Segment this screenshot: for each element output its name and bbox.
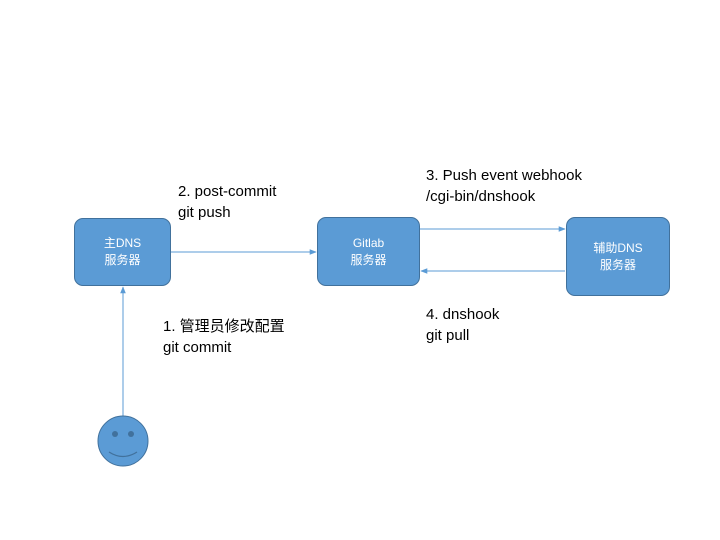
step4-line2: git pull	[426, 327, 470, 344]
primary-dns-server-node: 主DNS 服务器	[74, 218, 171, 286]
node-label-line1: 主DNS	[103, 236, 142, 250]
smiley-face-icon	[97, 415, 149, 467]
step4-label: 4. dnshook git pull	[426, 304, 499, 346]
smile	[108, 451, 138, 458]
step2-line2: git push	[178, 204, 231, 221]
step1-line2: git commit	[163, 339, 232, 356]
node-label-line1: Gitlab	[352, 235, 385, 250]
step1-line1: 1. 管理员修改配置	[163, 318, 285, 335]
left-eye	[112, 431, 118, 437]
step2-line1: 2. post-commit	[178, 183, 277, 200]
step2-label: 2. post-commit git push	[178, 181, 276, 223]
right-eye	[128, 431, 134, 437]
step4-line1: 4. dnshook	[426, 306, 500, 323]
secondary-dns-server-node: 辅助DNS 服务器	[566, 217, 670, 296]
step1-label: 1. 管理员修改配置 git commit	[163, 316, 285, 358]
node-label-line2: 服务器	[104, 253, 141, 267]
node-label-line1: 辅助DNS	[593, 240, 643, 255]
step3-line2: /cgi-bin/dnshook	[426, 188, 536, 205]
step3-line1: 3. Push event webhook	[426, 167, 582, 184]
node-label-line2: 服务器	[599, 257, 636, 272]
gitlab-server-node: Gitlab 服务器	[317, 217, 420, 286]
step3-label: 3. Push event webhook /cgi-bin/dnshook	[426, 165, 582, 207]
node-label-line2: 服务器	[350, 252, 387, 267]
